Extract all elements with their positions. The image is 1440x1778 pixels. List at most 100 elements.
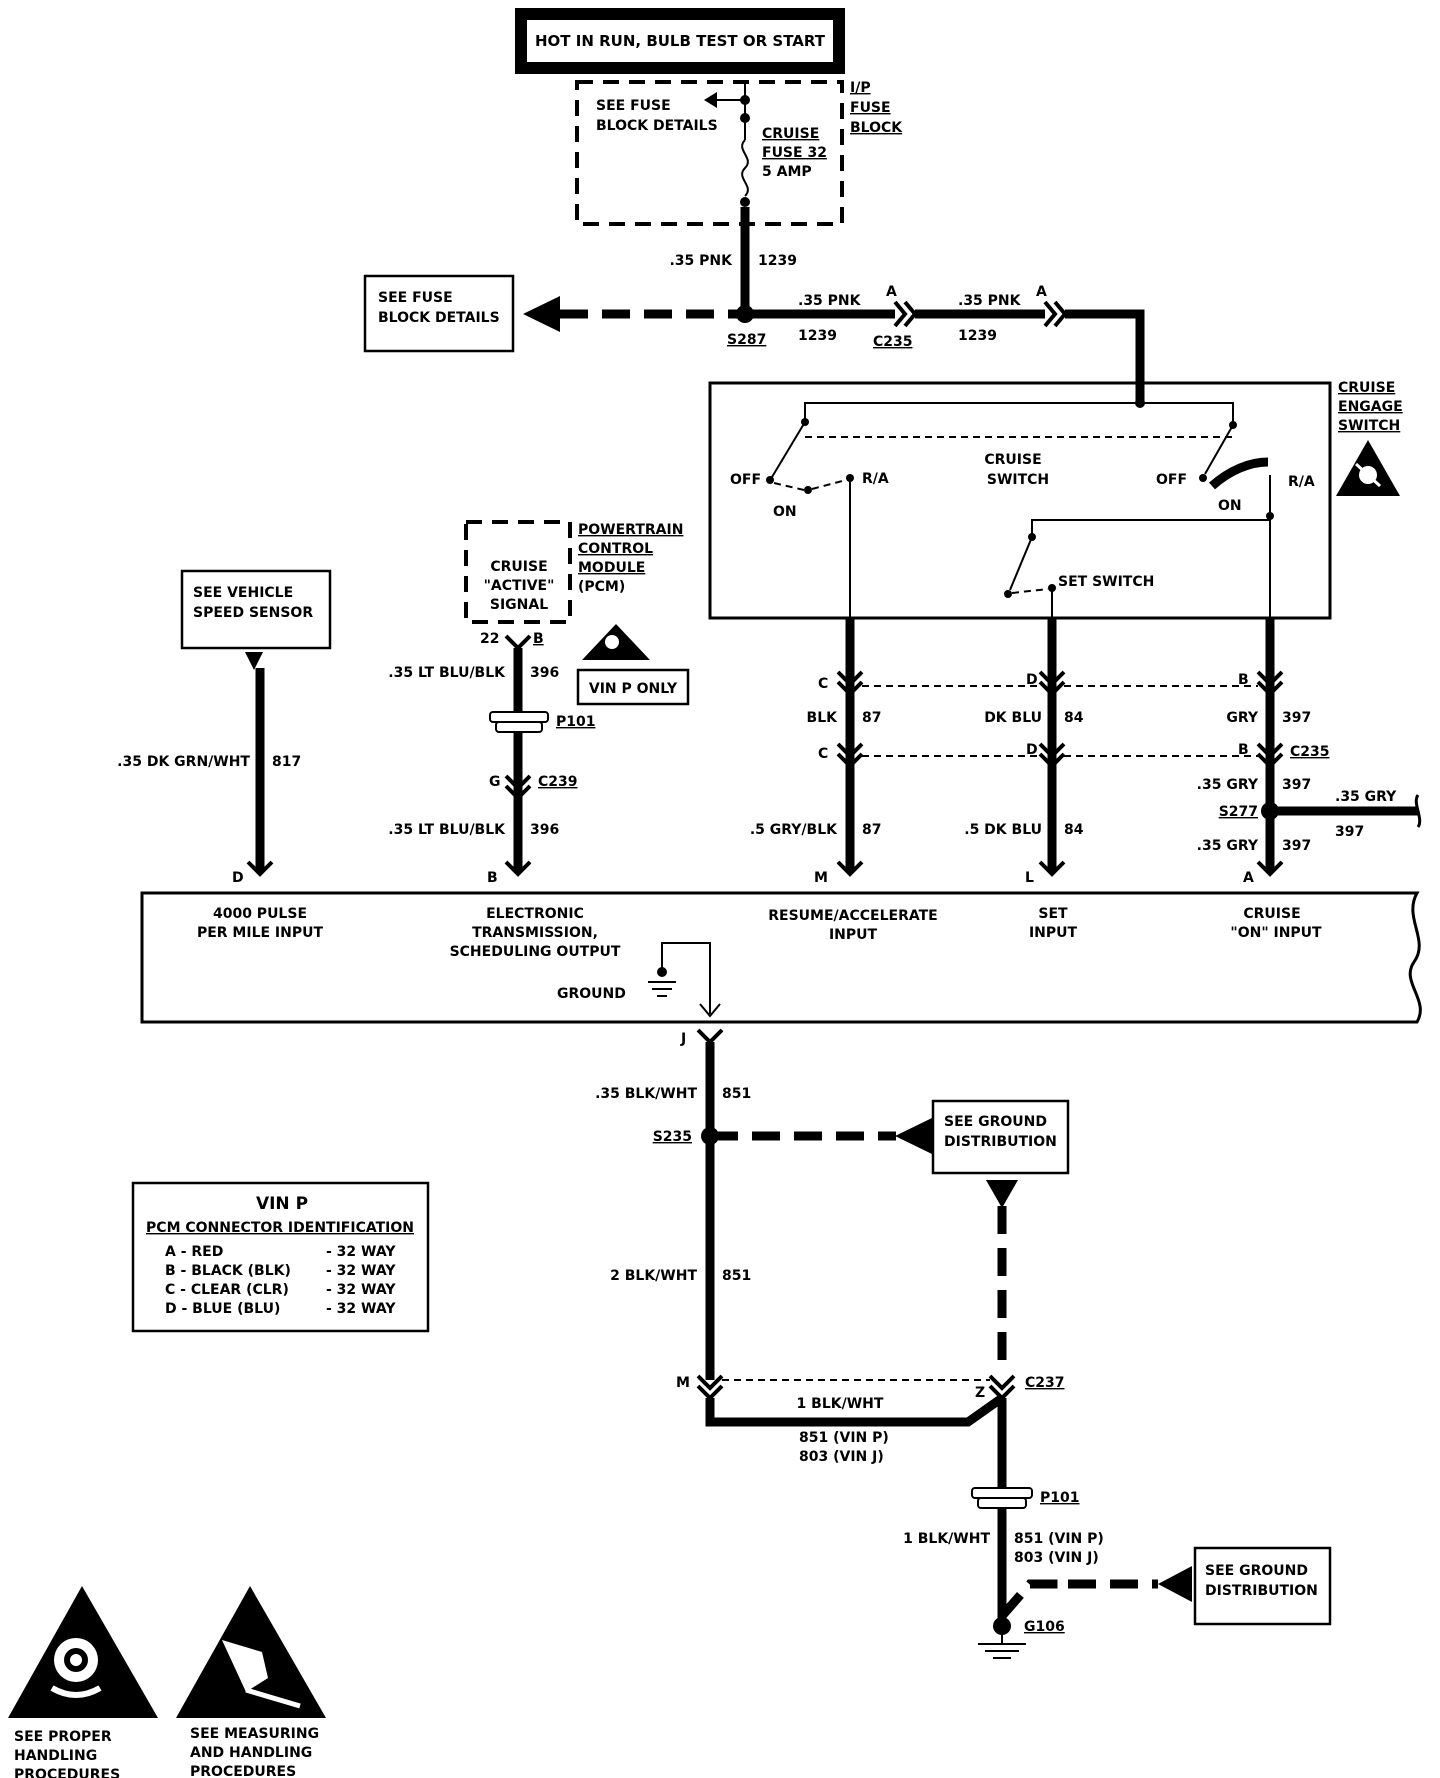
ground-distribution-arrow-icon-2 [1158, 1566, 1192, 1602]
ground-circuit-4b-label: 803 (VIN J) [1014, 1550, 1099, 1566]
esd-warning-icon [1336, 440, 1400, 496]
vss-ref-line1: SEE VEHICLE [193, 585, 293, 601]
legend-row-3-right: - 32 WAY [326, 1282, 396, 1298]
left-switch-blade [771, 421, 806, 478]
cruise-on-wire-bottom-label: .35 GRY [1197, 838, 1259, 854]
c235-top-b-icon [1256, 670, 1284, 687]
c235-top-row [836, 670, 1284, 697]
internal-ground-label: GROUND [557, 986, 626, 1002]
pulse-input-line2: PER MILE INPUT [197, 925, 324, 941]
vss-ref-line2: SPEED SENSOR [193, 605, 313, 621]
fuse-bottom-terminal [740, 197, 750, 207]
hot-in-run-box: HOT IN RUN, BULB TEST OR START [515, 8, 845, 74]
resume-conn-c-bottom: C [818, 746, 828, 762]
pcm-name-line1: POWERTRAIN [578, 522, 683, 538]
cruise-on-splice-circuit-label: 397 [1282, 777, 1311, 793]
vss-wire-label: .35 DK GRN/WHT [117, 754, 250, 770]
proper-handling-line2: HANDLING [14, 1748, 97, 1764]
vin-p-only-label: VIN P ONLY [589, 681, 678, 697]
cruise-on-input-line2: "ON" INPUT [1230, 925, 1322, 941]
ip-fuse-block-outline [575, 80, 844, 226]
ground-wire-3-label: 1 BLK/WHT [797, 1396, 884, 1412]
cruise-on-conn-b-top: B [1238, 672, 1249, 688]
fuse-junction-dot [740, 95, 750, 105]
set-wire-bottom-label: .5 DK BLU [964, 822, 1042, 838]
resume-input-line1: RESUME/ACCELERATE [768, 908, 937, 924]
resume-conn-c-top: C [818, 676, 828, 692]
ground-p101-label: P101 [1040, 1490, 1079, 1506]
g106-label: G106 [1024, 1619, 1065, 1635]
set-switch-feed [1031, 519, 1270, 536]
c235-top-b-mate [1256, 680, 1284, 697]
switch-name-line1: CRUISE [1338, 380, 1395, 396]
pin-j-label: J [680, 1031, 686, 1047]
resume-wire-bottom-label: .5 GRY/BLK [750, 822, 838, 838]
cruise-on-pin-a: A [1243, 870, 1254, 886]
set-switch-blade [1009, 536, 1033, 591]
c237-m-connector-icon [696, 1374, 724, 1391]
ground-ref-2-line1: SEE GROUND [1205, 1563, 1308, 1579]
pnk-feed-wire-label: .35 PNK [669, 253, 733, 269]
branch-continuation-icon [1414, 794, 1422, 828]
c235-pin-a-top: A [886, 284, 897, 300]
fuse-top-terminal [740, 113, 750, 123]
switch-pin-a: A [1036, 284, 1047, 300]
fuse-details-arrow-icon [523, 296, 560, 332]
c235-top-c-mate [836, 680, 864, 697]
c239-connector-icon [504, 774, 532, 791]
vin-p-only-box [576, 668, 690, 706]
c239-label: C239 [538, 774, 578, 790]
left-on-contact [804, 486, 812, 494]
set-wire-mid-label: DK BLU [984, 710, 1042, 726]
right-ra-label: R/A [1288, 474, 1315, 490]
pnk-switch-feed [1065, 309, 1145, 402]
ground-wire-4-label: 1 BLK/WHT [903, 1531, 990, 1547]
vehicle-speed-sensor-box [180, 569, 332, 650]
hot-in-run-label: HOT IN RUN, BULB TEST OR START [535, 32, 826, 50]
left-ra-link [811, 479, 847, 490]
c237-label: C237 [1025, 1375, 1065, 1391]
pcm-signal-line2: "ACTIVE" [484, 578, 555, 594]
c239-connector-mate [504, 784, 532, 801]
internal-ground-icon [648, 942, 721, 1018]
set-switch-label: SET SWITCH [1058, 574, 1154, 590]
c237-pin-z: Z [975, 1385, 985, 1401]
measuring-handling-line1: SEE MEASURING [190, 1726, 319, 1742]
trans-pin-b: B [487, 870, 498, 886]
ip-fuse-block-line3: BLOCK [850, 120, 903, 136]
c235-a-connector-icon [893, 300, 908, 328]
pnk-circuit-b-label: 1239 [958, 328, 997, 344]
ip-fuse-block-line2: FUSE [850, 100, 891, 116]
cruise-on-conn-b-bottom: B [1238, 742, 1249, 758]
vss-circuit-label: 817 [272, 754, 301, 770]
set-conn-d-bottom: D [1026, 742, 1038, 758]
ground-ref-1-line1: SEE GROUND [944, 1114, 1047, 1130]
fuse-block-ref-line2: BLOCK DETAILS [596, 118, 718, 134]
c235-bottom-d-mate [1038, 752, 1066, 769]
pcm-pin-22: 22 [480, 631, 499, 647]
right-off-contact [1199, 474, 1207, 482]
pin-j-terminal-icon [696, 1028, 724, 1045]
ground-ref-2-line2: DISTRIBUTION [1205, 1583, 1318, 1599]
resume-input-line2: INPUT [829, 927, 878, 943]
switch-internal-bus [804, 402, 1234, 422]
measuring-handling-warning-icon [176, 1586, 326, 1718]
c235-top-c-icon [836, 670, 864, 687]
ground-distribution-box-1 [931, 1099, 1070, 1175]
cruise-fuse-line1: CRUISE [762, 126, 819, 142]
etso-line2: TRANSMISSION, [472, 925, 598, 941]
cruise-fuse-line3: 5 AMP [762, 164, 812, 180]
left-on-link [773, 482, 805, 491]
cruise-on-circuit-mid-label: 397 [1282, 710, 1311, 726]
c235-top-d-icon [1038, 670, 1066, 687]
c235-bottom-d-icon [1038, 742, 1066, 759]
blkwht-1-ground-wire [705, 1394, 1005, 1427]
ground-distribution-arrow-icon-1 [895, 1118, 932, 1154]
left-ra-label: R/A [862, 471, 889, 487]
switch-bus-junction [1135, 398, 1145, 408]
left-off-contact [766, 476, 774, 484]
side-fuse-ref-line1: SEE FUSE [378, 290, 453, 306]
trans-wire-bottom-label: .35 LT BLU/BLK [388, 822, 506, 838]
ground-distribution-down-arrow-icon [986, 1180, 1018, 1208]
